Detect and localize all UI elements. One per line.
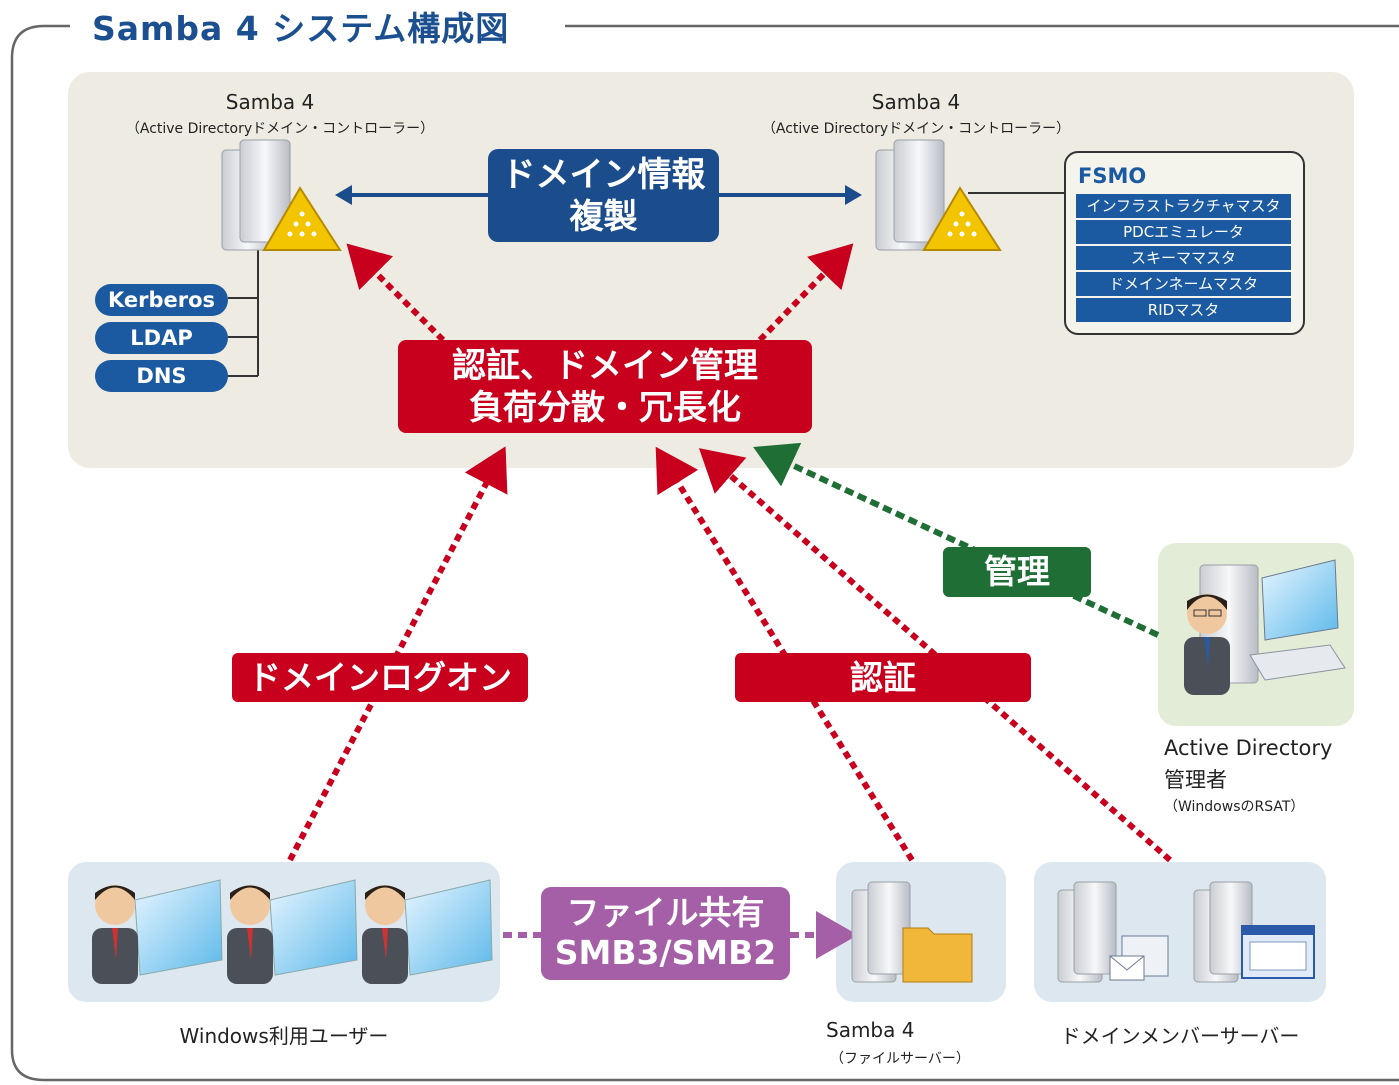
samba-warning-icon-right [922, 186, 1002, 251]
user-with-laptop-icon-3 [362, 879, 493, 984]
fsmo-role: PDCエミュレータ [1076, 220, 1291, 244]
domain-logon-label: ドメインログオン [232, 653, 528, 702]
user-with-laptop-icon-2 [227, 879, 358, 984]
service-connector [228, 192, 1064, 377]
admin-label-line3: （WindowsのRSAT） [1164, 799, 1305, 815]
fsmo-role: ドメインネームマスタ [1076, 272, 1291, 296]
dc-left-name: Samba 4 [225, 90, 315, 114]
member-server-icon-1 [1057, 881, 1117, 983]
dc-right-role: （Active Directoryドメイン・コントローラー） [761, 121, 1071, 137]
auth-line2: 負荷分散・冗長化 [469, 388, 741, 428]
folder-icon [902, 927, 973, 983]
file-share-line2: SMB3/SMB2 [554, 933, 777, 972]
fsmo-role: スキーママスタ [1076, 246, 1291, 270]
server-icon-dc-right [875, 139, 945, 251]
file-share-label: ファイル共有 SMB3/SMB2 [541, 887, 790, 980]
auth-line1: 認証、ドメイン管理 [452, 346, 758, 386]
user-with-laptop-icon-1 [92, 879, 223, 984]
fsmo-role: RIDマスタ [1076, 298, 1291, 322]
replication-line1: ドメイン情報 [501, 155, 706, 195]
member-server-icon-2 [1193, 881, 1253, 983]
arrow-admin-manage [753, 442, 1160, 638]
manage-label: 管理 [943, 547, 1091, 597]
auth-management-label: 認証、ドメイン管理 負荷分散・冗長化 [398, 340, 812, 433]
users-label: Windows利用ユーザー [179, 1024, 389, 1048]
file-share-line1: ファイル共有 [566, 893, 765, 932]
member-servers-label: ドメインメンバーサーバー [1060, 1024, 1300, 1048]
file-server-icon [851, 881, 911, 983]
service-ldap: LDAP [95, 322, 228, 354]
samba-warning-icon-left [262, 186, 342, 251]
service-kerberos: Kerberos [95, 284, 228, 316]
file-server-name: Samba 4 [826, 1018, 915, 1042]
admin-label-line1: Active Directory [1164, 736, 1333, 760]
fsmo-title: FSMO [1078, 164, 1147, 188]
replication-arrow [335, 185, 862, 205]
arrow-users-logon [287, 446, 508, 862]
dc-right-name: Samba 4 [871, 90, 961, 114]
application-window-icon [1241, 925, 1315, 979]
outer-frame [10, 24, 1399, 1082]
arrow-auth-to-dc-left [346, 243, 446, 343]
admin-label-line2: 管理者 [1164, 768, 1227, 792]
arrow-auth-to-dc-right [757, 243, 854, 343]
dc-left-role: （Active Directoryドメイン・コントローラー） [125, 121, 435, 137]
admin-user-icon [1184, 594, 1230, 695]
fsmo-role: インフラストラクチャマスタ [1076, 194, 1291, 218]
service-dns: DNS [95, 360, 228, 392]
auth-label: 認証 [735, 653, 1031, 702]
file-server-role: （ファイルサーバー） [830, 1051, 970, 1067]
replication-label: ドメイン情報 複製 [488, 149, 719, 242]
calendar-mail-icon [1109, 935, 1169, 981]
server-icon-dc-left [221, 139, 291, 251]
page-title: Samba 4 システム構成図 [92, 9, 510, 48]
replication-line2: 複製 [569, 197, 638, 237]
